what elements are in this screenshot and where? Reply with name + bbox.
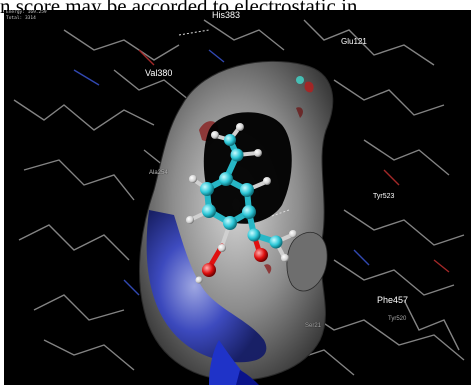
residue-label-tyr523: Tyr523: [373, 193, 395, 200]
viewer-readout: Energy: 169.259 Total: 3314: [6, 10, 47, 22]
residue-label-ala254: Ala254: [149, 170, 168, 176]
hbond-lines: [178, 29, 290, 217]
total-readout: Total: 3314: [6, 16, 36, 21]
ligand-molecule: [186, 123, 297, 284]
molecule-scene: [13, 19, 465, 385]
residue-label-phe457: Phe457: [377, 295, 409, 305]
residue-label-his383: His383: [212, 10, 241, 20]
energy-readout: Energy: 169.259: [6, 10, 47, 15]
residue-label-glu121: Glu121: [341, 37, 367, 46]
residue-label-tyr520: Tyr520: [388, 316, 407, 322]
residue-label-val380: Val380: [145, 68, 173, 78]
molecular-viewer[interactable]: Energy: 169.259 Total: 3314 His383 Glu12…: [4, 10, 471, 385]
residue-label-ser21: Ser21: [305, 323, 322, 329]
